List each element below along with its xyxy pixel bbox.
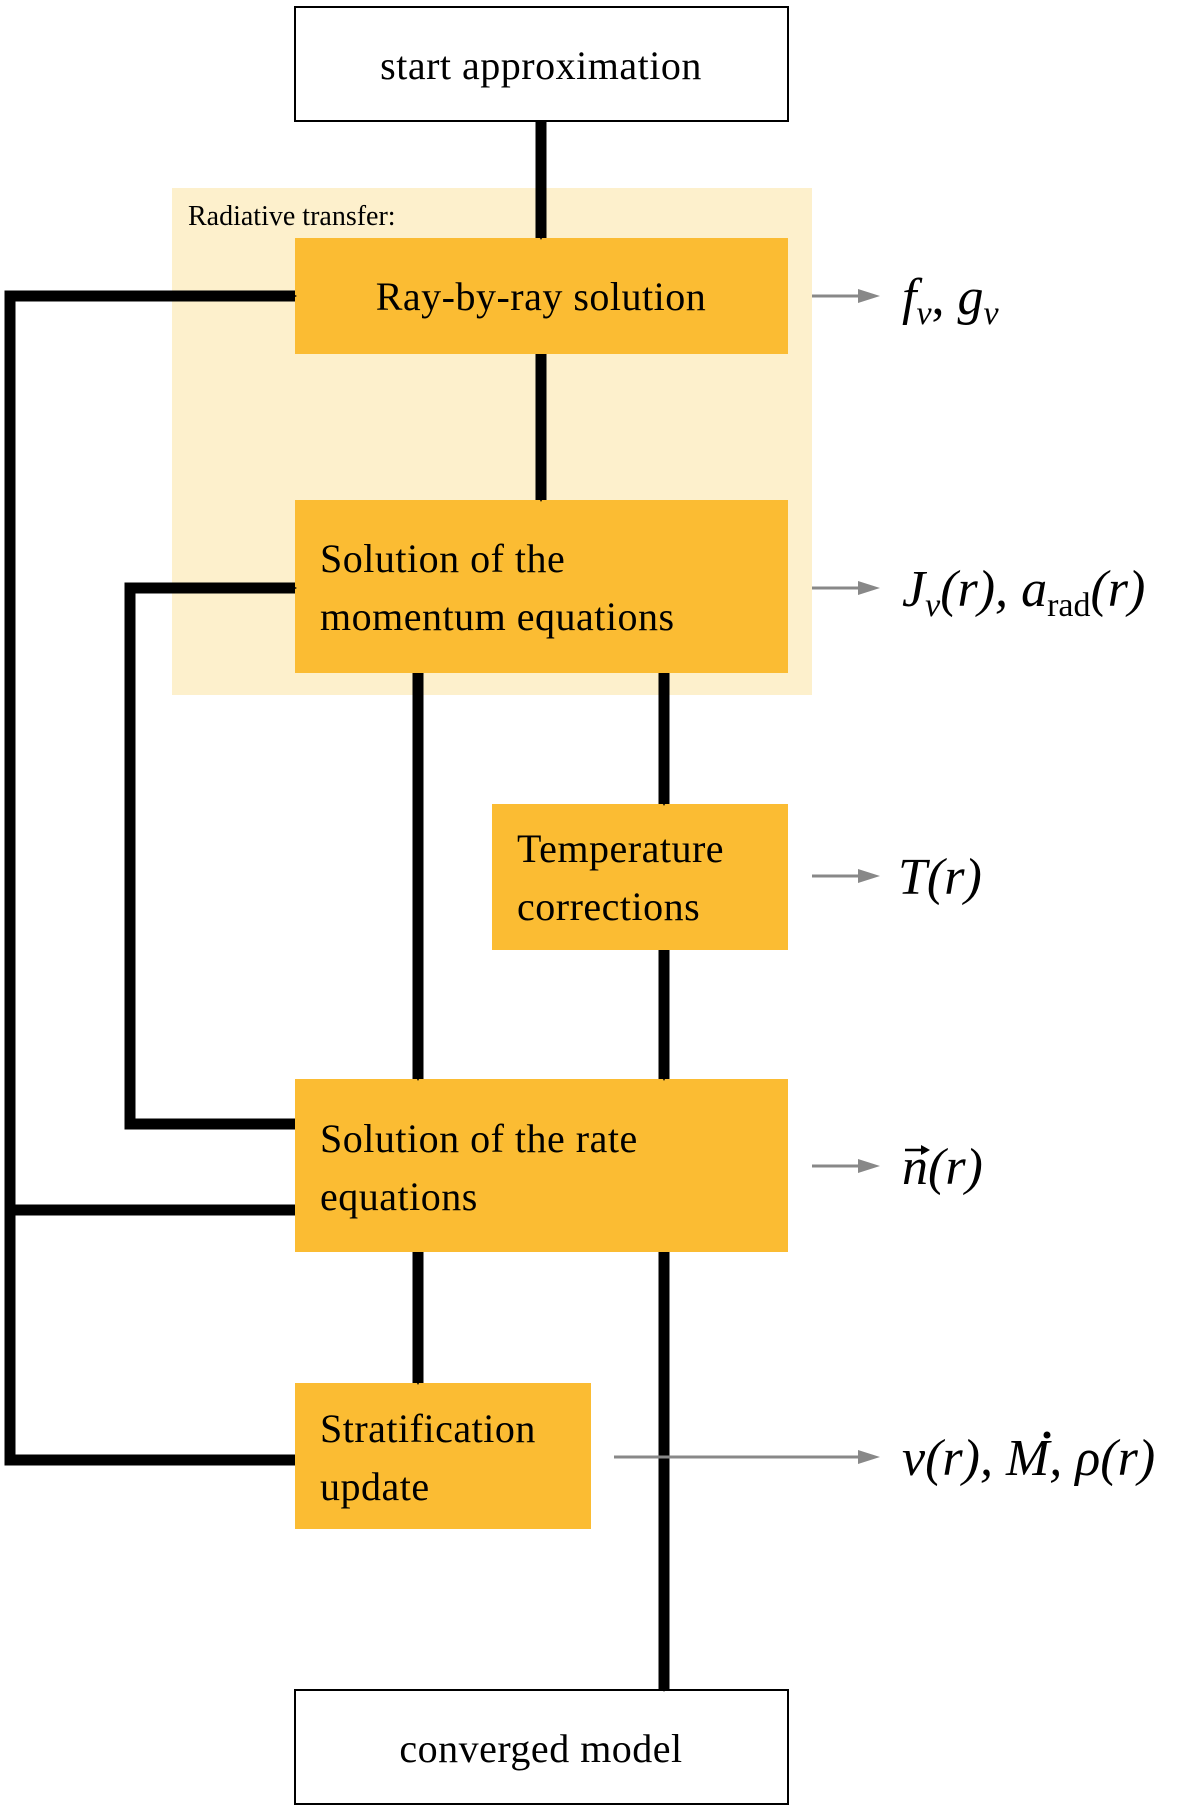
start-approximation-label: start approximation — [380, 43, 702, 88]
rate-label-line-1: Solution of the rate — [320, 1116, 638, 1161]
output-stratification: v(r), M, ρ(r) — [902, 1430, 1155, 1487]
arrow-rate-loop-to-momentum — [124, 582, 297, 1130]
stratification-label-line-1: Stratification — [320, 1406, 536, 1451]
converged-model-box — [294, 1689, 789, 1805]
start-approximation-box — [294, 6, 789, 122]
temperature-label-line-2: corrections — [517, 884, 700, 929]
output-temperature: T(r) — [898, 849, 982, 906]
output-rate: n(r) — [902, 1139, 983, 1196]
stratification-update-box — [295, 1383, 591, 1529]
momentum-equations-box — [295, 500, 788, 673]
ray-by-ray-box — [295, 238, 788, 354]
output-ray: fν, gν — [902, 269, 1000, 332]
ray-by-ray-label: Ray-by-ray solution — [376, 274, 707, 319]
rate-equations-box — [295, 1079, 788, 1252]
rate-label-line-2: equations — [320, 1174, 478, 1219]
temperature-corrections-box — [492, 804, 788, 950]
vector-arrow-icon — [905, 1145, 930, 1155]
stratification-label-line-2: update — [320, 1464, 430, 1509]
arrow-stratification-loop-to-ray — [4, 290, 297, 1466]
dot-accent-icon — [1043, 1431, 1051, 1439]
temperature-label-line-1: Temperature — [517, 826, 724, 871]
momentum-label-line-2: momentum equations — [320, 594, 675, 639]
momentum-label-line-1: Solution of the — [320, 536, 565, 581]
converged-model-label: converged model — [399, 1726, 682, 1771]
output-momentum: Jν(r), arad(r) — [902, 561, 1145, 624]
radiative-transfer-label: Radiative transfer: — [188, 201, 396, 232]
